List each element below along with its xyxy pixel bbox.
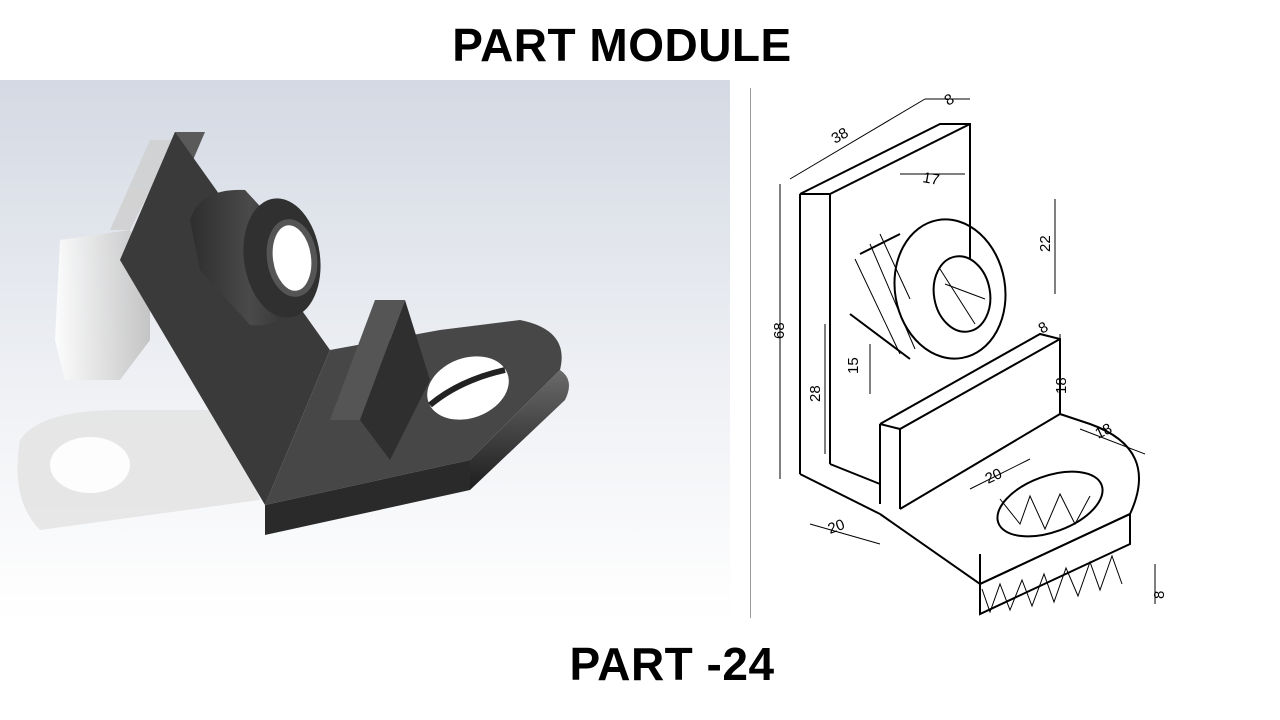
isometric-drawing-svg: 38 8 17 22 68 8 18 15 28 18 20 20 8 <box>771 91 1168 616</box>
dim-boss-diameter: 17 <box>921 169 940 189</box>
dim-top-width: 38 <box>829 124 852 147</box>
panel-divider <box>750 88 751 618</box>
cad-render-view <box>0 80 730 622</box>
dimension-lines <box>779 98 1156 604</box>
vertical-plate <box>799 123 971 515</box>
dim-base-radius: 18 <box>1093 420 1115 442</box>
dim-plate-height: 28 <box>807 385 824 402</box>
base-plate <box>879 412 1140 616</box>
dim-base-width: 20 <box>826 516 847 538</box>
dim-rib-height: 18 <box>1053 377 1070 394</box>
page-title: PART MODULE <box>452 19 792 71</box>
part-number-caption: PART -24 <box>569 638 775 690</box>
ghost-reflection <box>17 140 260 530</box>
dim-hole-center-height: 15 <box>845 357 862 374</box>
dim-plate-thickness: 8 <box>942 91 958 110</box>
dim-base-thickness: 8 <box>1151 591 1168 599</box>
dim-total-height: 68 <box>771 322 788 339</box>
technical-drawing: 38 8 17 22 68 8 18 15 28 18 20 20 8 <box>760 84 1180 624</box>
dim-boss-height: 22 <box>1037 235 1054 252</box>
bracket-part <box>120 132 569 535</box>
boss-cylinder <box>849 218 1007 360</box>
rib <box>879 332 1061 509</box>
dim-hole-diameter: 20 <box>983 465 1005 487</box>
cad-render-svg <box>0 80 730 622</box>
